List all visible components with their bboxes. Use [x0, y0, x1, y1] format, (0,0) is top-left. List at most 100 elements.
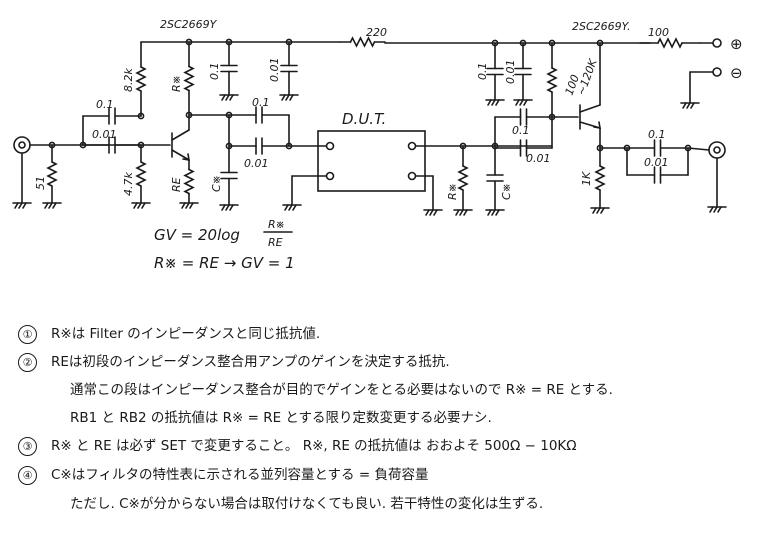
ground-hatch: [225, 94, 230, 101]
ground-hatch: [425, 209, 430, 216]
ground-hatch: [495, 209, 500, 216]
npn-transistor: [579, 104, 601, 130]
dut-pin: [325, 171, 335, 181]
ground-hatch: [523, 99, 528, 106]
emitter-arrow: [593, 121, 601, 129]
ground-hatch: [18, 202, 23, 209]
ground-hatch: [455, 209, 460, 216]
dut-pin: [407, 171, 417, 181]
ground-symbol: [282, 204, 302, 211]
components: [12, 36, 727, 216]
transistor1-label: 2SC2669Y: [160, 18, 218, 31]
ground-hatch: [487, 209, 492, 216]
ground-hatch: [52, 202, 57, 209]
ground-hatch: [221, 94, 226, 101]
junction-dot: [137, 112, 145, 120]
resistor: [457, 165, 469, 191]
ground-hatch: [14, 202, 19, 209]
dut-pin: [325, 141, 335, 151]
plus-terminal-label: ⊕: [730, 35, 743, 53]
ground-hatch: [137, 202, 142, 209]
cap-label: 0.1: [96, 98, 114, 111]
circuit-schematic: 2SC2669Y 2SC2669Y. 220 100 51 8.2k 4.7k …: [12, 18, 743, 272]
ground-symbol: [590, 207, 610, 214]
cap-label: 0.01: [268, 58, 281, 83]
ground-hatch: [717, 206, 722, 213]
ground-hatch: [181, 202, 186, 209]
ground-hatch: [221, 204, 226, 211]
output-supply-resistor-label: 100: [648, 26, 669, 39]
gain-formula-numerator: R※: [268, 218, 285, 231]
minus-terminal-label: ⊖: [730, 64, 743, 82]
r-star-label: R※: [170, 75, 183, 92]
resistor: [183, 168, 195, 195]
c-star-label-2: C※: [500, 183, 513, 200]
cap-label: 0.1: [208, 63, 221, 81]
ground-symbol: [680, 102, 700, 109]
cap-label: 0.1: [252, 96, 270, 109]
ground-hatch: [44, 202, 49, 209]
ground-hatch: [713, 206, 718, 213]
ground-hatch: [690, 102, 695, 109]
resistor: [349, 36, 376, 48]
ground-hatch: [596, 207, 601, 214]
plus-terminal: [712, 38, 722, 48]
ground-hatch: [515, 99, 520, 106]
ground-hatch: [289, 94, 294, 101]
dut-label: D.U.T.: [342, 110, 386, 128]
ground-hatch: [709, 206, 714, 213]
ground-symbol: [219, 204, 239, 211]
ground-hatch: [185, 202, 190, 209]
supply-resistor-label: 220: [366, 26, 387, 39]
ground-hatch: [491, 209, 496, 216]
output-connector: [708, 141, 726, 159]
transistor-emitter: [171, 149, 190, 161]
ground-hatch: [433, 209, 438, 216]
cap-label: 0.1: [476, 63, 489, 81]
ground-hatch: [600, 207, 605, 214]
transistor-collector: [579, 104, 601, 113]
ground-hatch: [592, 207, 597, 214]
ground-hatch: [487, 99, 492, 106]
ground-symbol: [219, 94, 239, 101]
transistor-collector: [171, 129, 190, 141]
ground-hatch: [519, 99, 524, 106]
wire: [689, 71, 714, 104]
ground-hatch: [284, 204, 289, 211]
note-2-cont-2: RB1 と RB2 の抵抗値は R※ = RE とする限り定数変更する必要ナシ.: [70, 410, 492, 426]
wire: [687, 147, 710, 151]
c-star-label-1: C※: [210, 175, 223, 192]
ground-hatch: [285, 94, 290, 101]
gain-formula-denominator: RE: [268, 236, 283, 249]
ground-symbol: [12, 202, 32, 209]
r-star-label-2: R※: [446, 183, 459, 200]
ground-hatch: [463, 209, 468, 216]
note-2-cont-1: 通常この段はインピーダンス整合が目的でゲインをとる必要はないので R※ = RE…: [70, 382, 613, 398]
cap-label: 0.01: [92, 128, 117, 141]
resistor: [594, 165, 606, 191]
resistor: [46, 161, 58, 187]
ground-hatch: [229, 204, 234, 211]
ground-symbol: [179, 202, 199, 209]
junction-dot: [137, 141, 145, 149]
cap-label: 0.01: [504, 60, 517, 85]
wire: [415, 175, 434, 211]
dut-pin: [407, 141, 417, 151]
ground-symbol: [279, 94, 299, 101]
input-connector: [13, 136, 31, 154]
dut-box: [317, 130, 426, 192]
ground-hatch: [229, 94, 234, 101]
ground-hatch: [491, 99, 496, 106]
ground-symbol: [707, 206, 727, 213]
transistor2-label: 2SC2669Y.: [572, 20, 630, 33]
ground-symbol: [485, 209, 505, 216]
ground-hatch: [292, 204, 297, 211]
ground-hatch: [686, 102, 691, 109]
ground-symbol: [423, 209, 443, 216]
ground-symbol: [131, 202, 151, 209]
note-4-cont: ただし. C※が分からない場合は取付けなくても良い. 若干特性の変化は生ずる.: [70, 496, 544, 512]
ground-hatch: [189, 202, 194, 209]
